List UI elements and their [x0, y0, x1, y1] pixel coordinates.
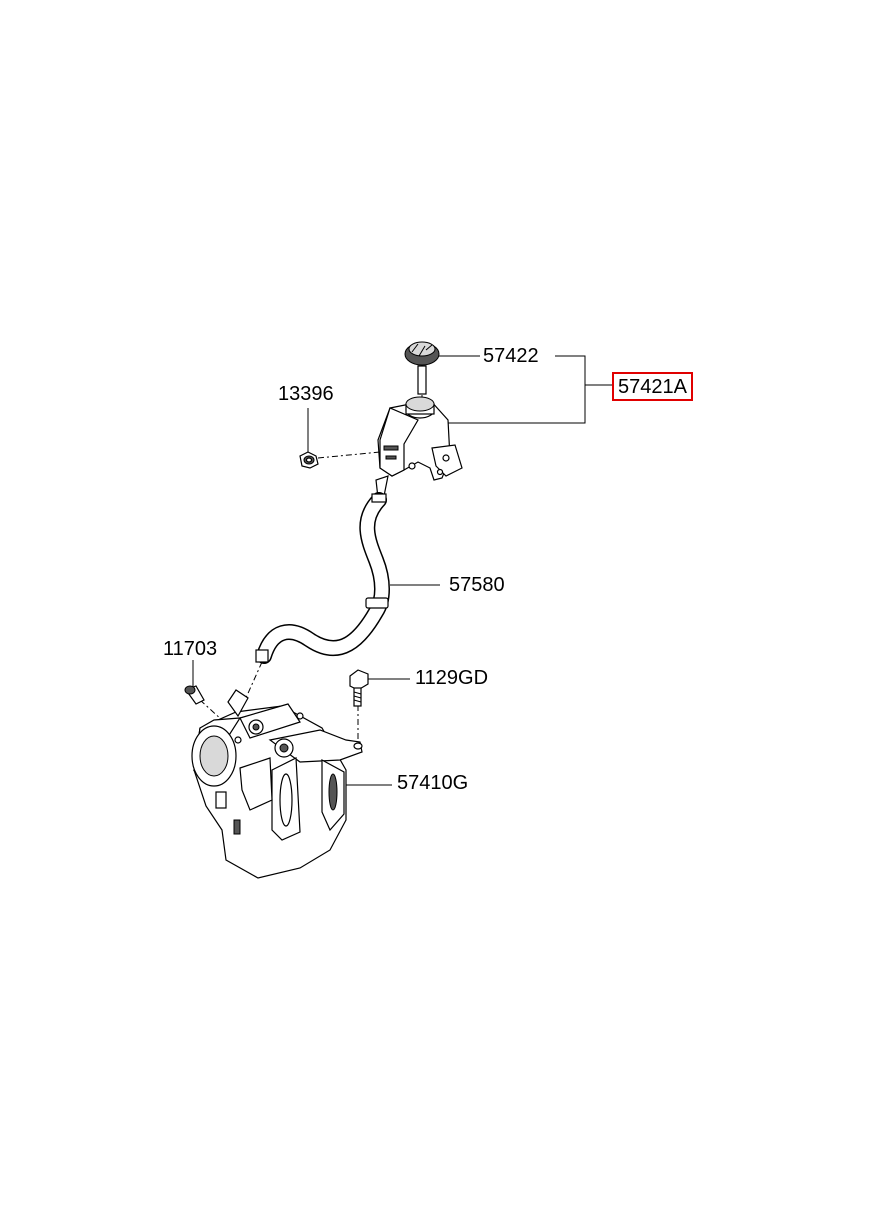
- pump-part: [191, 689, 363, 879]
- label-nut: 13396: [278, 383, 334, 405]
- bolt-part: [349, 669, 369, 707]
- label-reservoir: 57421A: [612, 372, 693, 401]
- label-pump: 57410G: [397, 772, 469, 794]
- nut-part: [299, 451, 319, 469]
- label-hose: 57580: [449, 574, 505, 596]
- fitting-part: [184, 685, 205, 705]
- label-fitting: 11703: [163, 638, 218, 660]
- label-bolt: 1129GD: [415, 667, 489, 689]
- leader-lines: [192, 355, 612, 786]
- label-cap: 57422: [483, 345, 539, 367]
- reservoir-tank-part: [375, 396, 463, 499]
- hose-part: [255, 492, 390, 664]
- reservoir-cap-part: [404, 341, 440, 395]
